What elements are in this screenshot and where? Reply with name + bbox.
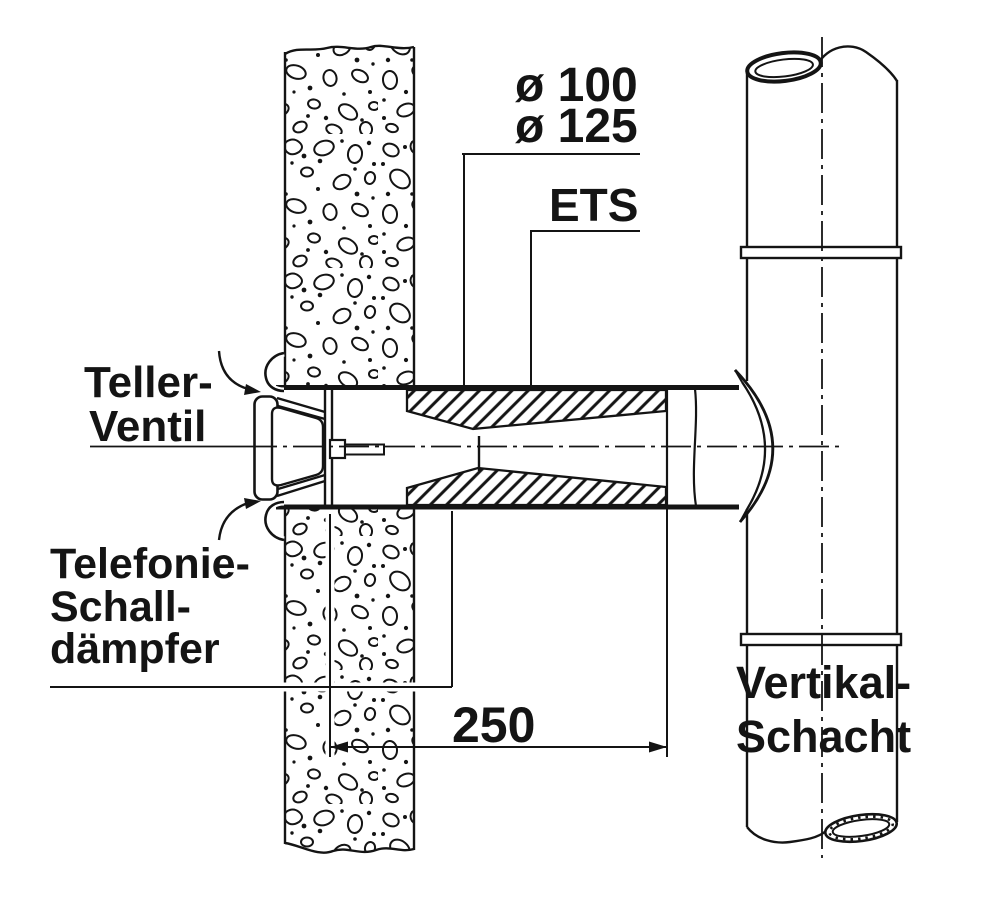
shaft-bottom-opening-hatch — [827, 815, 895, 841]
shaft-front-bottom-curve — [746, 826, 827, 844]
absorber-lining-bottom — [405, 466, 668, 507]
label-teller-line2: Ventil — [89, 402, 206, 451]
shaft-coupling-upper — [739, 245, 903, 260]
label-diameter-125: ø 125 — [515, 100, 638, 153]
wall — [50, 44, 453, 854]
dimension-arrowhead-left — [330, 741, 348, 753]
wall-lower-block — [285, 509, 414, 853]
duct-end-joint — [692, 388, 698, 507]
valve-skirt-bottom-inner — [277, 473, 326, 491]
shaft-rear-dome-arc — [816, 45, 899, 82]
valve-label-leader-lower — [217, 501, 249, 541]
label-telefonie-line1: Telefonie- — [50, 540, 250, 588]
valve-leader-arrowhead-lower — [244, 498, 261, 509]
flare-tip-top — [734, 369, 743, 383]
label-telefonie-line2: Schall- — [50, 583, 191, 631]
mounting-clip-upper-line — [264, 351, 285, 393]
valve-skirt-bottom-outer — [276, 479, 326, 498]
dimension-250 — [330, 509, 668, 757]
label-teller-line1: Teller- — [84, 358, 213, 407]
flare-tip-bottom — [739, 510, 747, 523]
label-telefonie-line3: dämpfer — [50, 625, 220, 673]
label-vertikal-line2: Schacht — [736, 711, 911, 762]
centerlines — [90, 37, 845, 858]
flare-socket-fill — [735, 370, 773, 522]
valve-skirt-top-outer — [276, 396, 326, 414]
vertical-shaft — [739, 45, 903, 844]
valve-bolt-shaft — [344, 443, 385, 456]
label-diameter-100: ø 100 — [515, 59, 638, 112]
shaft-coupling-lower — [739, 632, 903, 647]
labels-layer: ø 100 ø 125 ETS Teller- Ventil Telefonie… — [50, 59, 911, 762]
valve-bolt-nut — [328, 438, 347, 460]
wall-bottom-break-edge — [284, 841, 415, 854]
dimension-arrowhead-right — [649, 741, 667, 753]
label-vertikal-line1: Vertikal- — [736, 657, 911, 708]
mounting-clip-lower-line — [264, 500, 285, 542]
absorber-lining-top — [405, 388, 668, 431]
valve-leader-arrowhead-upper — [244, 384, 261, 395]
shaft-bottom-opening-inner — [831, 818, 891, 838]
wall-top-break-edge — [284, 44, 415, 56]
leader-lines — [462, 153, 640, 386]
label-dimension-250: 250 — [452, 697, 535, 753]
valve-label-leader-upper — [217, 350, 249, 391]
shaft-top-opening-inner — [754, 57, 814, 79]
wall-upper-block — [285, 45, 414, 387]
label-ets: ETS — [549, 179, 638, 231]
